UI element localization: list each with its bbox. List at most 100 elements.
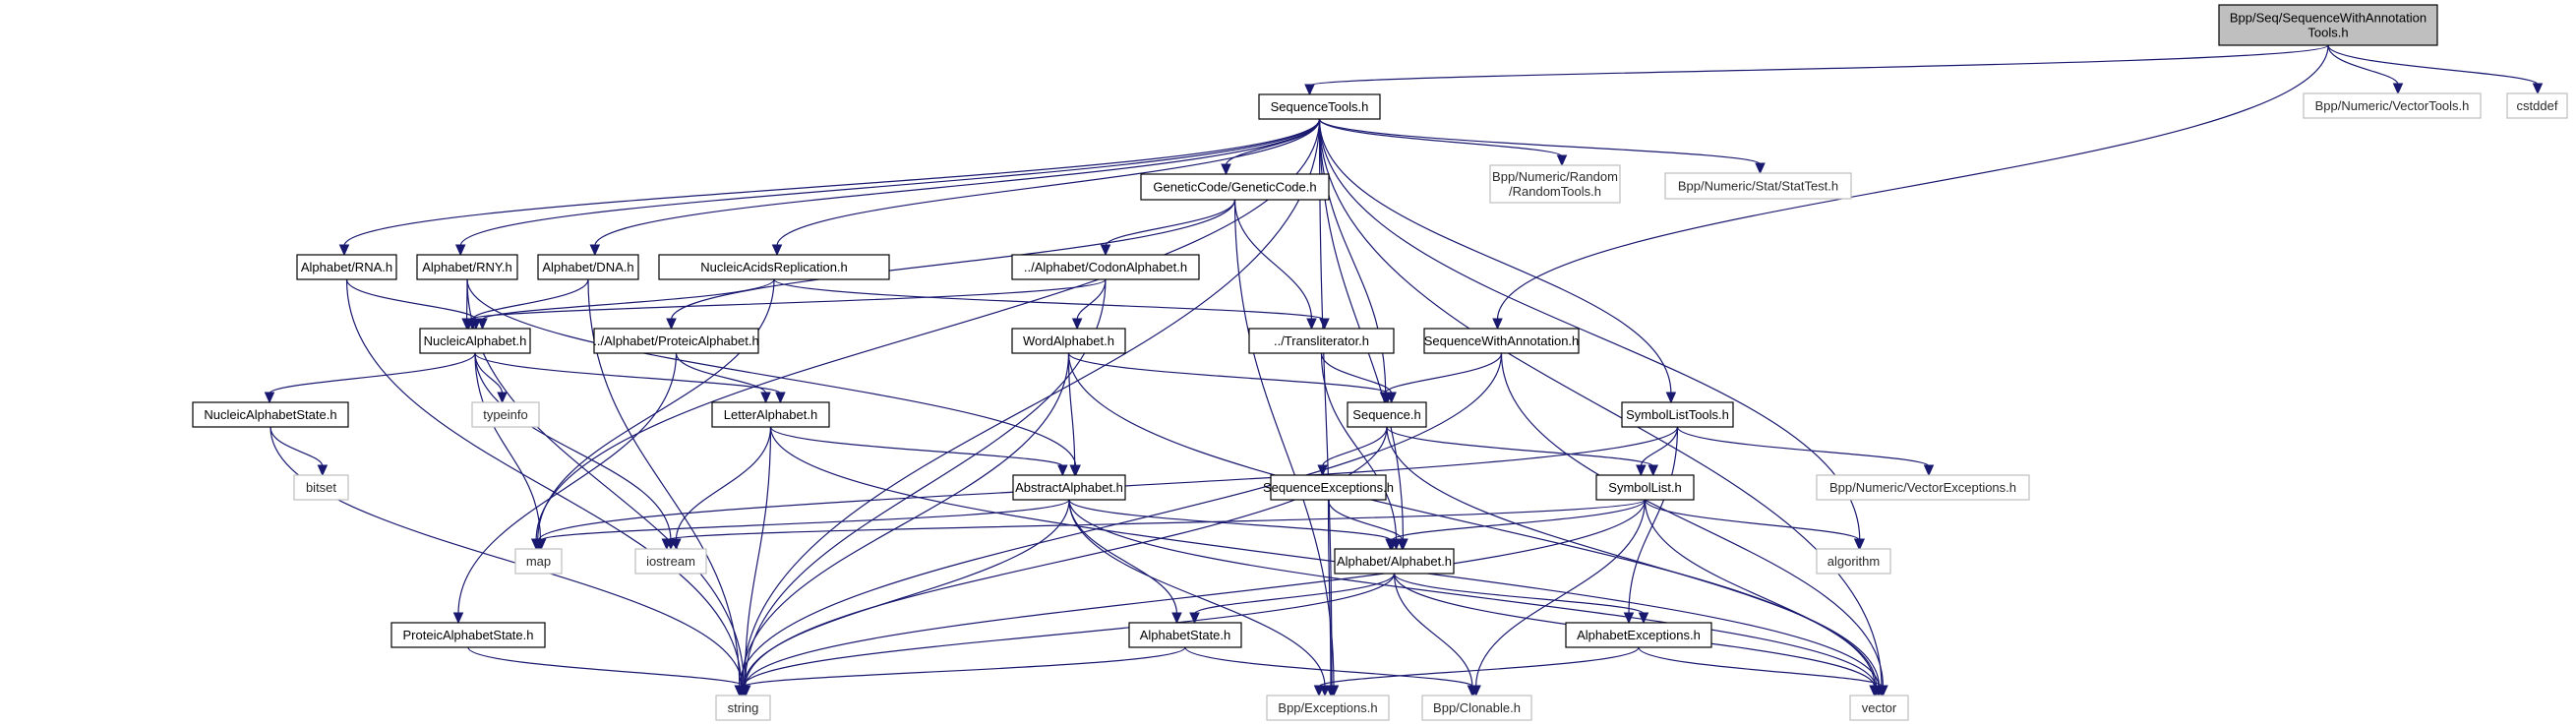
node-label: LetterAlphabet.h xyxy=(724,407,817,422)
node-label: SymbolListTools.h xyxy=(1626,407,1729,422)
edge-line xyxy=(1474,499,1647,688)
node-nucleic[interactable]: NucleicAlphabet.h xyxy=(419,328,531,354)
node-abstract[interactable]: AbstractAlphabet.h xyxy=(1012,474,1126,501)
node-rna[interactable]: Alphabet/RNA.h xyxy=(296,254,397,280)
edge-line xyxy=(457,352,678,615)
node-rny[interactable]: Alphabet/RNY.h xyxy=(416,254,518,280)
node-seqtools[interactable]: SequenceTools.h xyxy=(1258,93,1381,120)
node-box[interactable] xyxy=(1128,622,1242,648)
node-box[interactable] xyxy=(1270,474,1387,501)
node-box[interactable] xyxy=(416,254,518,280)
node-alphstate[interactable]: AlphabetState.h xyxy=(1128,622,1242,648)
arrowhead-icon xyxy=(264,392,275,404)
node-label: Bpp/Numeric/VectorExceptions.h xyxy=(1829,480,2016,495)
node-nucstate[interactable]: NucleicAlphabetState.h xyxy=(192,401,349,428)
node-label: Tools.h xyxy=(2307,26,2348,40)
node-box[interactable] xyxy=(1565,622,1712,648)
node-symlist[interactable]: SymbolList.h xyxy=(1595,474,1695,501)
node-label: WordAlphabet.h xyxy=(1023,333,1114,348)
arrowhead-icon xyxy=(2532,83,2544,95)
node-label: AbstractAlphabet.h xyxy=(1015,480,1123,495)
node-sequence[interactable]: Sequence.h xyxy=(1347,401,1427,428)
node-seqexc[interactable]: SequenceExceptions.h xyxy=(1263,474,1394,501)
dependency-edge-alphabet-to-alphstate xyxy=(1189,573,1396,625)
node-label: map xyxy=(526,554,551,569)
node-box[interactable] xyxy=(1248,328,1395,354)
node-sltools[interactable]: SymbolListTools.h xyxy=(1621,401,1734,428)
node-box[interactable] xyxy=(711,401,830,428)
arrowhead-icon xyxy=(463,318,474,331)
node-box[interactable] xyxy=(658,254,890,280)
node-geneticcode[interactable]: GeneticCode/GeneticCode.h xyxy=(1140,173,1330,201)
node-box[interactable] xyxy=(419,328,531,354)
node-nar[interactable]: NucleicAcidsReplication.h xyxy=(658,254,890,280)
edge-line xyxy=(1393,573,1645,615)
node-label: Alphabet/Alphabet.h xyxy=(1337,554,1452,569)
edge-line xyxy=(1318,118,1861,541)
node-dna[interactable]: Alphabet/DNA.h xyxy=(537,254,639,280)
node-swa[interactable]: SequenceWithAnnotation.h xyxy=(1423,328,1580,354)
node-cstddef: cstddef xyxy=(2506,92,2568,119)
dependency-edge-root-to-seqtools xyxy=(1304,44,2329,96)
node-box[interactable] xyxy=(390,622,546,648)
node-box[interactable] xyxy=(537,254,639,280)
arrowhead-icon xyxy=(1319,318,1330,331)
node-label: Bpp/Numeric/Random xyxy=(1492,169,1618,184)
arrowhead-icon xyxy=(1397,538,1408,551)
dependency-edge-letter-to-iostream xyxy=(671,426,772,551)
node-box[interactable] xyxy=(1595,474,1695,501)
node-alphabet[interactable]: Alphabet/Alphabet.h xyxy=(1334,548,1455,575)
edge-line xyxy=(675,426,772,541)
dependency-edge-sltools-to-vecexc xyxy=(1676,426,1935,477)
node-box[interactable] xyxy=(1334,548,1455,575)
arrowhead-icon xyxy=(1304,84,1315,96)
node-box[interactable] xyxy=(1258,93,1381,120)
node-box[interactable] xyxy=(593,328,759,354)
node-box xyxy=(1266,695,1390,721)
edge-line xyxy=(1500,352,1885,688)
node-box[interactable] xyxy=(2218,4,2438,46)
node-label: SequenceWithAnnotation.h xyxy=(1424,333,1580,348)
node-box[interactable] xyxy=(1347,401,1427,428)
arrowhead-icon xyxy=(338,244,350,257)
node-box[interactable] xyxy=(1621,401,1734,428)
node-proteic[interactable]: ../Alphabet/ProteicAlphabet.h xyxy=(593,328,759,354)
dependency-edge-nucleic-to-nucstate xyxy=(264,352,476,404)
arrowhead-icon xyxy=(1853,538,1865,551)
node-box[interactable] xyxy=(1423,328,1580,354)
node-letter[interactable]: LetterAlphabet.h xyxy=(711,401,830,428)
arrowhead-icon xyxy=(1923,464,1935,477)
edge-line xyxy=(739,352,1503,688)
arrowhead-icon xyxy=(1877,685,1888,697)
arrowhead-icon xyxy=(1755,162,1766,175)
node-box[interactable] xyxy=(296,254,397,280)
node-box[interactable] xyxy=(1140,173,1330,201)
node-label: Bpp/Numeric/Stat/StatTest.h xyxy=(1678,179,1838,194)
node-word[interactable]: WordAlphabet.h xyxy=(1011,328,1126,354)
node-codon[interactable]: ../Alphabet/CodonAlphabet.h xyxy=(1011,254,1200,280)
node-protstate[interactable]: ProteicAlphabetState.h xyxy=(390,622,546,648)
arrowhead-icon xyxy=(1071,318,1083,331)
node-typeinfo: typeinfo xyxy=(471,401,540,428)
dependency-edge-seqtools-to-exceptions xyxy=(1318,118,1338,697)
node-box[interactable] xyxy=(192,401,349,428)
node-box xyxy=(1489,164,1621,204)
dependency-edge-alphstate-to-clonable xyxy=(1184,646,1479,697)
edge-line xyxy=(1318,118,1672,394)
node-box[interactable] xyxy=(1011,254,1200,280)
node-box[interactable] xyxy=(1012,474,1126,501)
edge-line xyxy=(2327,44,2399,86)
dependency-edge-seqtools-to-sequence xyxy=(1318,118,1391,404)
arrowhead-icon xyxy=(1492,318,1503,331)
node-alphexc[interactable]: AlphabetExceptions.h xyxy=(1565,622,1712,648)
node-label: Bpp/Seq/SequenceWithAnnotation xyxy=(2230,11,2426,26)
node-box[interactable] xyxy=(1011,328,1126,354)
node-translit[interactable]: ../Transliterator.h xyxy=(1248,328,1395,354)
dependency-edge-symlist-to-string xyxy=(740,499,1647,697)
arrowhead-icon xyxy=(738,685,749,697)
arrowhead-icon xyxy=(760,392,771,404)
edge-line xyxy=(1076,278,1107,321)
node-box xyxy=(514,548,563,575)
dependency-edge-alphstate-to-string xyxy=(738,646,1186,697)
